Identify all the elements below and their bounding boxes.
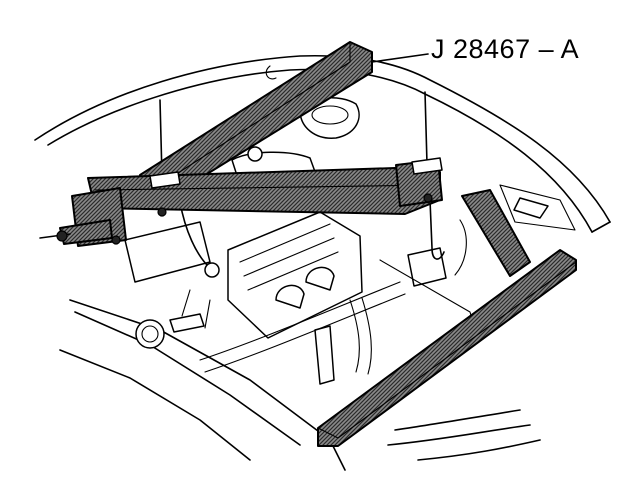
callout-leader-line <box>371 53 429 63</box>
tool-callout-label: J 28467 – A <box>431 34 580 64</box>
hardware <box>39 157 443 245</box>
engine-components <box>124 97 576 385</box>
